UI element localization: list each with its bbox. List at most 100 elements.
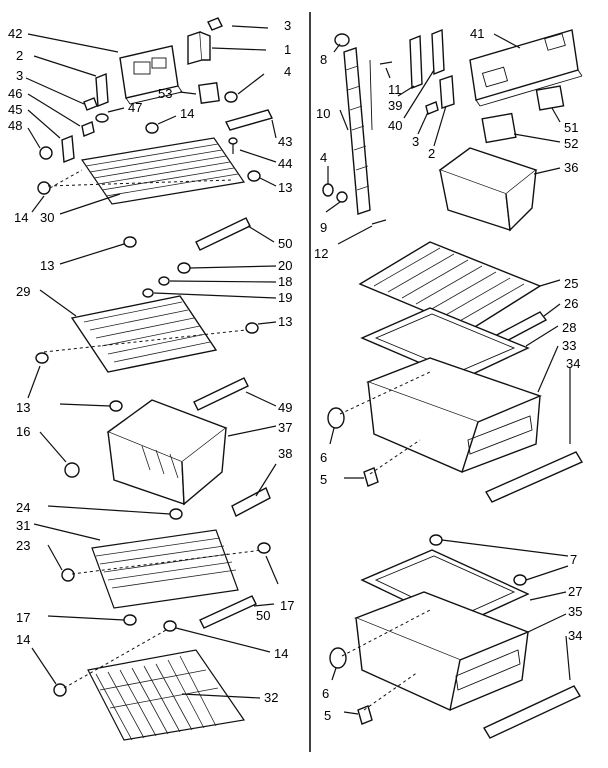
label-9: 9 bbox=[320, 220, 327, 235]
label-30: 30 bbox=[40, 210, 54, 225]
part-35-crisper bbox=[354, 591, 530, 712]
part-14-clip-b bbox=[37, 181, 51, 195]
label-4: 4 bbox=[320, 150, 327, 165]
label-31: 31 bbox=[16, 518, 30, 533]
part-45-housing bbox=[61, 135, 75, 163]
label-14: 14 bbox=[14, 210, 28, 225]
label-19: 19 bbox=[278, 290, 292, 305]
part-5-clip-a bbox=[363, 467, 379, 487]
label-51: 51 bbox=[564, 120, 578, 135]
part-13-clip-b bbox=[123, 236, 137, 248]
label-27: 27 bbox=[568, 584, 582, 599]
part-4-clip bbox=[224, 91, 238, 103]
part-2-bracket-b bbox=[439, 75, 455, 109]
label-14: 14 bbox=[16, 632, 30, 647]
label-5: 5 bbox=[320, 472, 327, 487]
label-50: 50 bbox=[278, 236, 292, 251]
part-34-trim-a bbox=[484, 451, 584, 503]
label-12: 12 bbox=[314, 246, 328, 261]
label-32: 32 bbox=[264, 690, 278, 705]
part-39-bracket bbox=[409, 34, 423, 90]
part-51-plate bbox=[535, 85, 565, 111]
part-13-clip-d bbox=[35, 352, 49, 364]
part-14-clip-c bbox=[163, 620, 177, 632]
part-10-rail bbox=[343, 47, 373, 215]
part-5-clip-b bbox=[357, 705, 373, 725]
label-45: 45 bbox=[8, 102, 22, 117]
part-3-screw-b bbox=[425, 101, 439, 115]
part-13-clip-e bbox=[109, 400, 123, 412]
label-43: 43 bbox=[278, 134, 292, 149]
part-13-clip-c bbox=[245, 322, 259, 334]
part-33-crisper bbox=[366, 357, 542, 473]
label-8: 8 bbox=[320, 52, 327, 67]
part-52-plate bbox=[481, 112, 517, 144]
label-13: 13 bbox=[278, 314, 292, 329]
part-50-trim-b bbox=[199, 595, 257, 629]
label-36: 36 bbox=[564, 160, 578, 175]
alignment-lines bbox=[43, 179, 431, 711]
label-42: 42 bbox=[8, 26, 22, 41]
part-14-clip-a bbox=[145, 122, 159, 134]
part-53-plate bbox=[198, 82, 220, 104]
label-24: 24 bbox=[16, 500, 30, 515]
part-32-wire-basket bbox=[87, 649, 246, 741]
part-30-wire-shelf bbox=[49, 137, 246, 205]
part-3-screw bbox=[83, 97, 98, 111]
label-29: 29 bbox=[16, 284, 30, 299]
label-13: 13 bbox=[278, 180, 292, 195]
label-28: 28 bbox=[562, 320, 576, 335]
label-48: 48 bbox=[8, 118, 22, 133]
part-19-screw bbox=[142, 288, 154, 298]
part-18-nut bbox=[158, 276, 170, 286]
part-6-roller-a bbox=[327, 407, 345, 429]
part-36-pan bbox=[438, 147, 538, 232]
label-5: 5 bbox=[324, 708, 331, 723]
label-3: 3 bbox=[412, 134, 419, 149]
part-29-glass-shelf bbox=[70, 295, 218, 373]
part-7-clip-a bbox=[429, 534, 443, 546]
label-13: 13 bbox=[16, 400, 30, 415]
part-31-wire-shelf bbox=[91, 529, 239, 609]
part-4-clip-b bbox=[322, 183, 334, 197]
part-42-control-housing bbox=[119, 45, 183, 105]
label-16: 16 bbox=[16, 424, 30, 439]
part-14-clip-d bbox=[53, 683, 67, 697]
label-4: 4 bbox=[284, 64, 291, 79]
label-37: 37 bbox=[278, 420, 292, 435]
label-14: 14 bbox=[180, 106, 194, 121]
label-10: 10 bbox=[316, 106, 330, 121]
part-37-pan bbox=[106, 399, 228, 506]
label-53: 53 bbox=[158, 86, 172, 101]
label-3: 3 bbox=[284, 18, 291, 33]
label-18: 18 bbox=[278, 274, 292, 289]
part-49-trim bbox=[193, 377, 249, 411]
part-38-trim bbox=[231, 487, 271, 517]
label-44: 44 bbox=[278, 156, 292, 171]
label-6: 6 bbox=[322, 686, 329, 701]
label-11: 11 bbox=[388, 82, 402, 97]
label-20: 20 bbox=[278, 258, 292, 273]
label-25: 25 bbox=[564, 276, 578, 291]
label-41: 41 bbox=[470, 26, 484, 41]
part-34-trim-b bbox=[483, 685, 581, 739]
label-33: 33 bbox=[562, 338, 576, 353]
label-1: 1 bbox=[284, 42, 291, 57]
label-7: 7 bbox=[570, 552, 577, 567]
label-49: 49 bbox=[278, 400, 292, 415]
label-14: 14 bbox=[274, 646, 288, 661]
label-52: 52 bbox=[564, 136, 578, 151]
part-1-bracket bbox=[187, 31, 211, 65]
part-44-screw bbox=[228, 137, 238, 154]
part-6-roller-b bbox=[329, 647, 347, 669]
part-43-bracket bbox=[224, 109, 274, 131]
leader-lines bbox=[25, 25, 571, 715]
label-13: 13 bbox=[40, 258, 54, 273]
label-35: 35 bbox=[568, 604, 582, 619]
label-26: 26 bbox=[564, 296, 578, 311]
part-41-control-housing bbox=[469, 29, 583, 107]
part-46-connector bbox=[81, 121, 95, 137]
part-7-clip-b bbox=[513, 574, 527, 586]
label-39: 39 bbox=[388, 98, 402, 113]
